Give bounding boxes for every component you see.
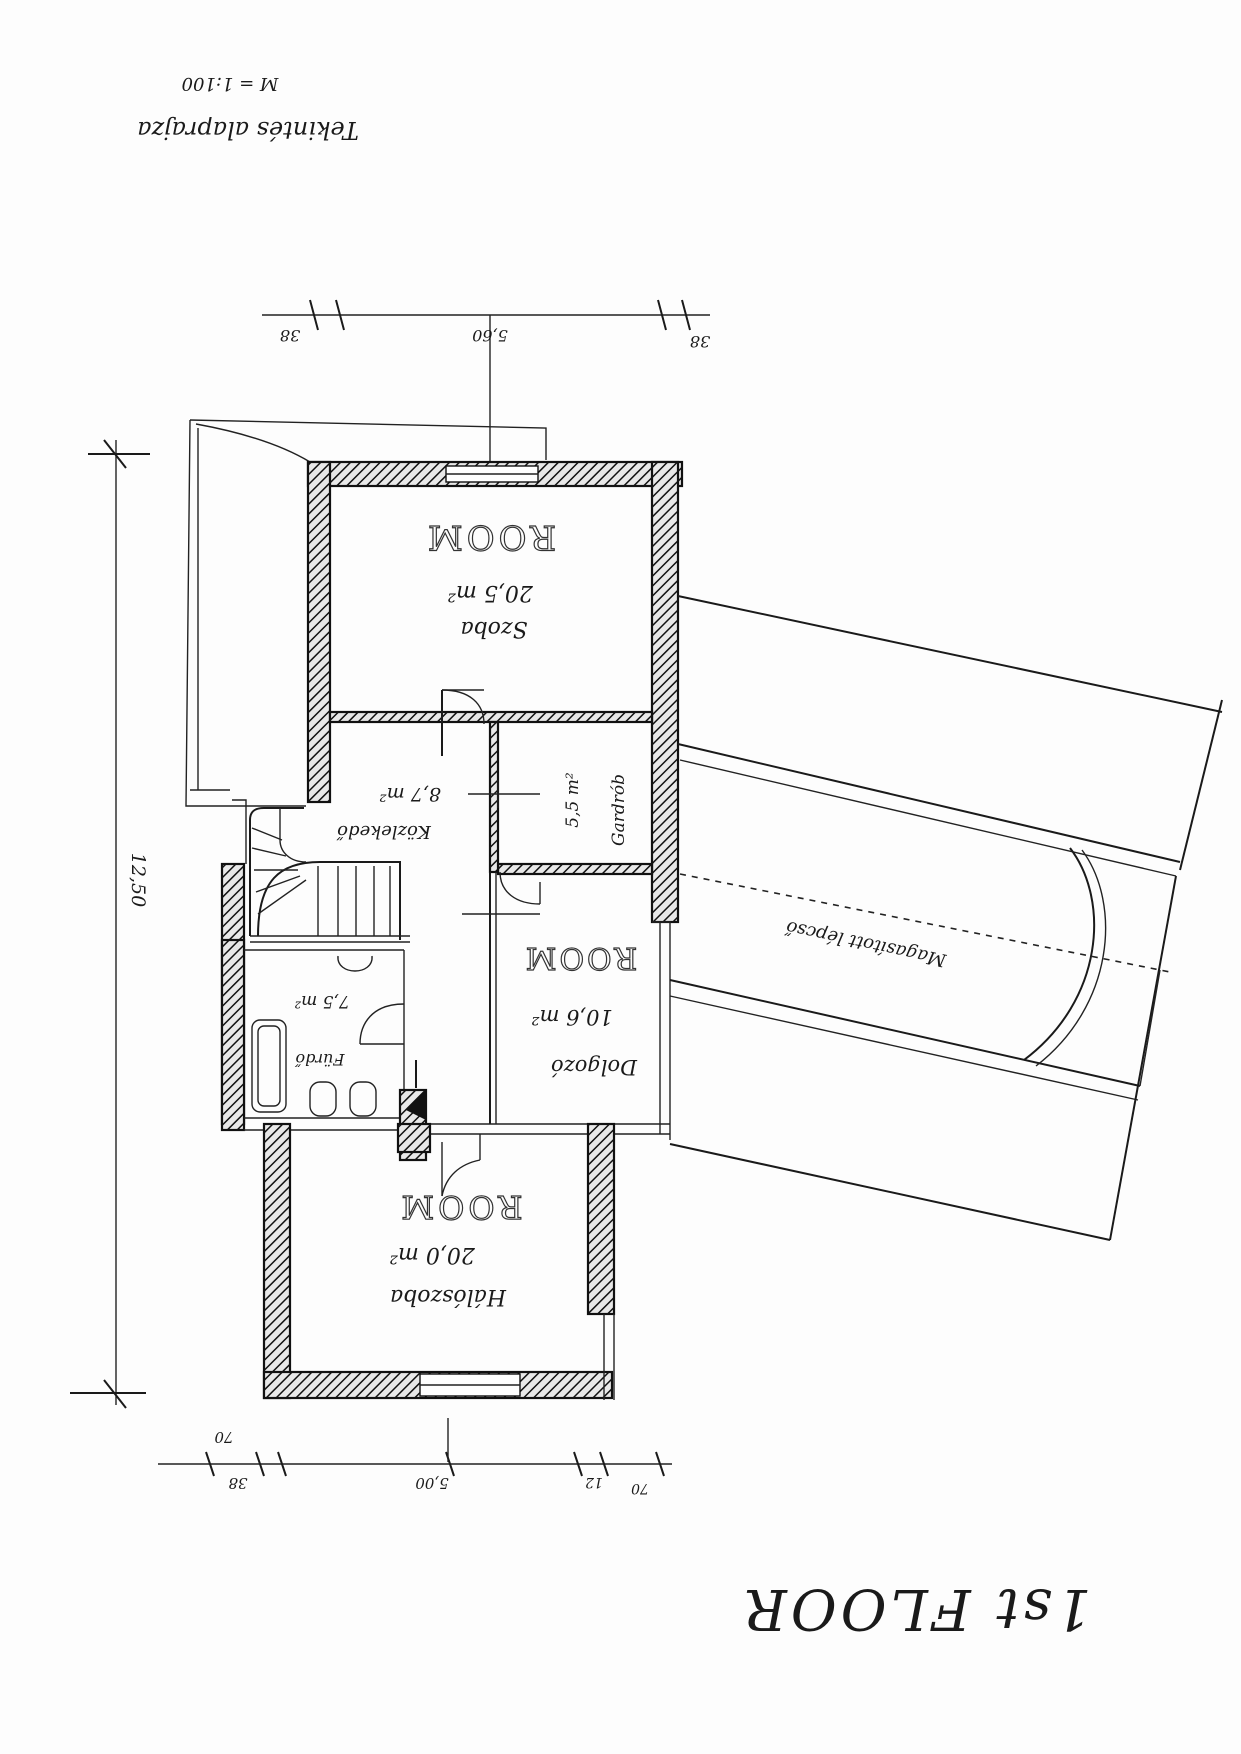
dim-bottom-left-b: 70 bbox=[214, 1428, 234, 1446]
room-tag-szoba: ROOM bbox=[424, 517, 556, 557]
bathroom bbox=[220, 938, 428, 1162]
roof-overhang bbox=[185, 419, 547, 807]
room-name-kozlekedo: Közlekedő bbox=[336, 821, 432, 842]
bottom-dimension-line bbox=[158, 1418, 672, 1477]
room-area-haloszoba: 20,0 m² bbox=[389, 1242, 476, 1267]
room-tag-haloszoba: ROOM bbox=[397, 1188, 522, 1226]
floor-label: 1st FLOOR bbox=[741, 1576, 1092, 1641]
top-dimension-line bbox=[262, 299, 710, 470]
room-name-szoba: Szoba bbox=[460, 616, 527, 641]
room-area-kozlekedo: 8,7 m² bbox=[379, 783, 441, 805]
dim-bottom-right-b: 70 bbox=[631, 1480, 649, 1496]
upper-block-walls bbox=[306, 460, 684, 924]
room-name-gardrob: Gardrób bbox=[609, 774, 629, 846]
door-szoba bbox=[441, 689, 485, 756]
room-area-szoba: 20,5 m² bbox=[447, 580, 534, 605]
dim-top-center: 5,60 bbox=[472, 326, 508, 345]
room-name-dolgozo: Dolgozó bbox=[551, 1055, 638, 1079]
staircase bbox=[220, 799, 410, 1126]
room-name-furdo: Fürdő bbox=[294, 1050, 345, 1069]
annex-stair bbox=[669, 595, 1223, 1241]
lower-block-walls bbox=[262, 1122, 616, 1400]
room-area-dolgozo: 10,6 m² bbox=[531, 1005, 613, 1029]
sheet-title: Tekintés alaprajza bbox=[137, 116, 359, 144]
door-gardrob bbox=[468, 780, 540, 808]
sheet-scale: M = 1:100 bbox=[182, 73, 280, 94]
dim-top-left: 38 bbox=[280, 326, 300, 345]
dolgozo-walls bbox=[430, 871, 671, 1140]
room-tag-dolgozo: ROOM bbox=[523, 940, 638, 975]
annex-label: Magasított lépcső bbox=[783, 916, 949, 971]
room-name-haloszoba: Hálószoba bbox=[390, 1284, 507, 1309]
dim-left-total: 12,50 bbox=[127, 853, 149, 907]
dim-top-right: 38 bbox=[690, 332, 710, 351]
dim-bottom-left-a: 38 bbox=[228, 1474, 247, 1492]
left-dimension-line bbox=[70, 439, 150, 1409]
dim-bottom-right-a: 12 bbox=[585, 1474, 603, 1490]
dim-bottom-center: 5,00 bbox=[415, 1474, 449, 1492]
room-area-gardrob: 5,5 m² bbox=[563, 772, 583, 828]
room-area-furdo: 7,5 m² bbox=[294, 991, 350, 1011]
